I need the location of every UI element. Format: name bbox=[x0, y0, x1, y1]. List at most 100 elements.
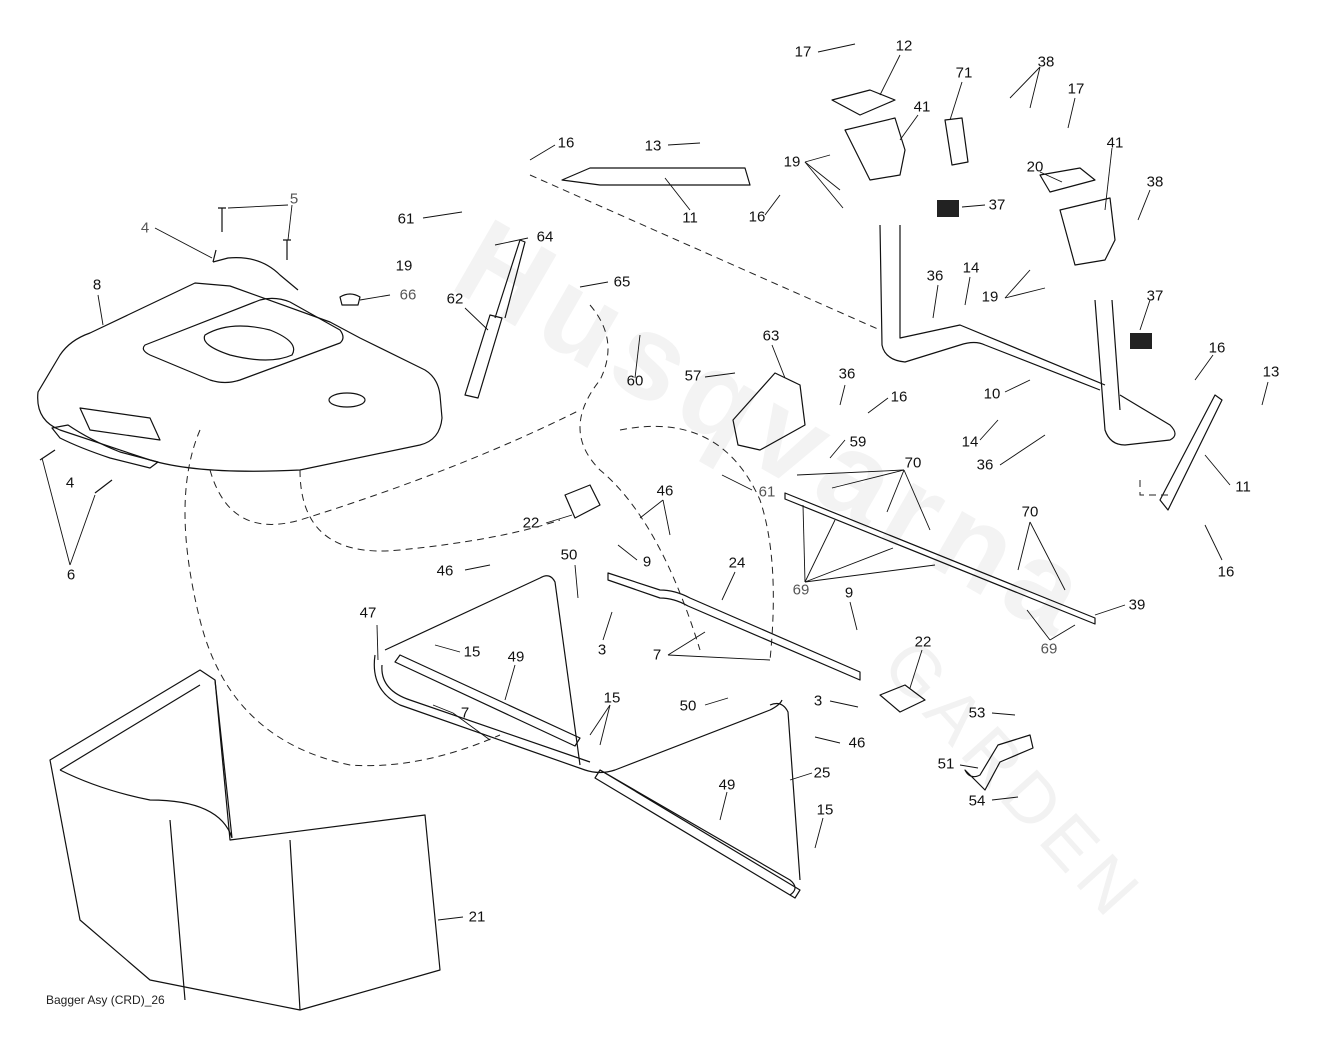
leader-19a2 bbox=[804, 161, 841, 191]
callout-50: 50 bbox=[560, 546, 578, 564]
callout-46: 46 bbox=[436, 562, 454, 580]
callout-70: 70 bbox=[904, 454, 922, 472]
bar-part-49a bbox=[394, 654, 581, 747]
leader-16d bbox=[1194, 354, 1214, 381]
leader-70a3 bbox=[886, 469, 905, 513]
callout-19: 19 bbox=[395, 257, 413, 275]
callout-57: 57 bbox=[684, 367, 702, 385]
callout-16: 16 bbox=[890, 388, 908, 406]
handle-part-4-front bbox=[51, 424, 159, 469]
plate-part-63 bbox=[732, 372, 806, 451]
leader-15b bbox=[589, 704, 611, 736]
bracket-part-10 bbox=[879, 224, 1106, 391]
callout-47: 47 bbox=[359, 604, 377, 622]
leader-51 bbox=[959, 764, 979, 769]
callout-49: 49 bbox=[718, 776, 736, 794]
cover-front-bracket bbox=[79, 407, 161, 441]
leader-16c bbox=[867, 397, 889, 414]
leader-36a bbox=[932, 284, 939, 319]
callout-3: 3 bbox=[597, 641, 607, 659]
callout-53: 53 bbox=[968, 704, 986, 722]
bracket-part-22a bbox=[564, 484, 601, 519]
callout-37: 37 bbox=[1146, 287, 1164, 305]
leader-21 bbox=[437, 916, 464, 921]
leader-69b bbox=[1026, 609, 1051, 641]
assembly-line-7 bbox=[1139, 480, 1170, 496]
leader-60 bbox=[634, 334, 641, 379]
callout-16: 16 bbox=[557, 134, 575, 152]
leader-70b bbox=[1017, 521, 1031, 571]
callout-38: 38 bbox=[1037, 53, 1055, 71]
leader-19a bbox=[804, 154, 831, 163]
leader-49a bbox=[504, 664, 516, 701]
assembly-line-1 bbox=[529, 174, 881, 331]
leader-7a bbox=[667, 631, 706, 656]
callout-13: 13 bbox=[644, 137, 662, 155]
callout-15: 15 bbox=[816, 801, 834, 819]
leader-11a bbox=[664, 177, 691, 211]
bracket-part-11-right bbox=[1159, 394, 1223, 511]
callout-61: 61 bbox=[397, 210, 415, 228]
callout-20: 20 bbox=[1026, 158, 1044, 176]
callout-36: 36 bbox=[976, 456, 994, 474]
callout-4: 4 bbox=[65, 474, 75, 492]
callout-10: 10 bbox=[983, 385, 1001, 403]
callout-38: 38 bbox=[1146, 173, 1164, 191]
leader-69a4 bbox=[804, 564, 936, 583]
leader-36b bbox=[839, 384, 846, 406]
leader-38a2 bbox=[1029, 66, 1041, 109]
bag-part-21 bbox=[49, 669, 441, 1011]
leader-11b bbox=[1204, 454, 1231, 486]
leader-7b2 bbox=[452, 712, 491, 741]
callout-7: 7 bbox=[652, 646, 662, 664]
leader-63 bbox=[771, 344, 786, 379]
cap-part-37b bbox=[1130, 333, 1152, 349]
callout-24: 24 bbox=[728, 554, 746, 572]
diagram-caption: Bagger Asy (CRD)_26 bbox=[46, 993, 165, 1007]
leader-46a2 bbox=[662, 499, 671, 536]
callout-14: 14 bbox=[961, 433, 979, 451]
leader-65 bbox=[579, 281, 609, 288]
leader-70a bbox=[796, 469, 905, 476]
leader-3a bbox=[602, 611, 613, 641]
callout-50: 50 bbox=[679, 697, 697, 715]
leader-20 bbox=[1039, 171, 1063, 183]
callout-46: 46 bbox=[848, 734, 866, 752]
leader-16b bbox=[764, 194, 781, 216]
leader-69a3 bbox=[804, 547, 894, 583]
callout-19: 19 bbox=[981, 288, 999, 306]
callout-37: 37 bbox=[988, 196, 1006, 214]
actuator-part-62 bbox=[464, 239, 526, 399]
cover-plug-hole bbox=[328, 392, 366, 408]
cover-handle-recess bbox=[203, 325, 295, 361]
leader-4a bbox=[154, 227, 213, 259]
callout-8: 8 bbox=[92, 276, 102, 294]
leader-38b bbox=[1137, 189, 1151, 221]
leader-71 bbox=[949, 81, 963, 121]
leader-66 bbox=[359, 294, 391, 301]
leader-9b bbox=[849, 601, 858, 631]
screw-part-5a bbox=[218, 207, 226, 232]
cap-part-37a bbox=[937, 200, 959, 217]
leader-37b bbox=[1139, 299, 1151, 331]
bag-inner-edge bbox=[59, 679, 233, 839]
leader-13b bbox=[1261, 381, 1269, 406]
rail-part-39 bbox=[784, 492, 1096, 625]
leader-41a bbox=[899, 114, 919, 141]
lever-part-51 bbox=[964, 734, 1034, 791]
callout-69: 69 bbox=[1040, 640, 1058, 658]
callout-66: 66 bbox=[399, 286, 417, 304]
leader-57 bbox=[704, 372, 736, 378]
leader-19b bbox=[1004, 269, 1031, 299]
frame-part-47-inner bbox=[381, 664, 591, 763]
rod-part-24 bbox=[607, 572, 861, 681]
callout-17: 17 bbox=[1067, 80, 1085, 98]
callout-11: 11 bbox=[682, 209, 698, 227]
leader-70a2 bbox=[831, 469, 905, 489]
leader-69a bbox=[802, 504, 806, 583]
callout-15: 15 bbox=[603, 689, 621, 707]
callout-16: 16 bbox=[748, 208, 766, 226]
leader-70a4 bbox=[903, 469, 931, 531]
